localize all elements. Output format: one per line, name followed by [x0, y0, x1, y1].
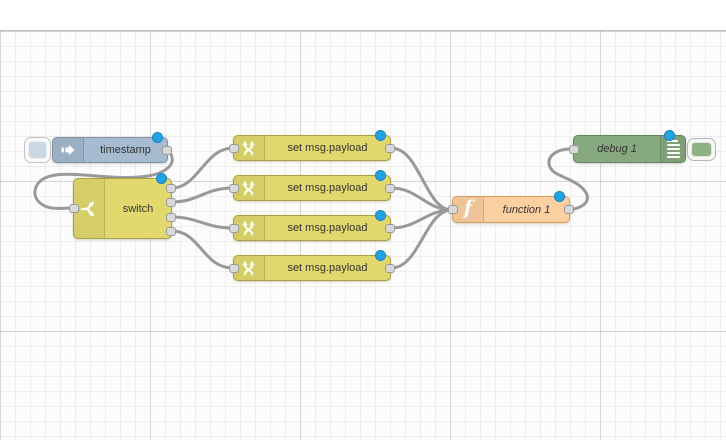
- output-port-2[interactable]: [166, 198, 176, 207]
- output-port[interactable]: [162, 145, 172, 155]
- output-port[interactable]: [385, 143, 395, 153]
- switch-branch-icon: [74, 179, 105, 238]
- output-port-4[interactable]: [166, 227, 176, 236]
- wire[interactable]: [170, 146, 235, 190]
- node-inject-timestamp[interactable]: timestamp: [24, 132, 172, 163]
- debug-list-icon: [660, 136, 685, 162]
- shuffle-icon: [234, 136, 265, 160]
- node-function-1[interactable]: f function 1: [448, 191, 574, 223]
- output-port[interactable]: [385, 263, 395, 273]
- changed-indicator: [152, 132, 163, 143]
- function-f-icon: f: [453, 197, 484, 222]
- shuffle-icon: [234, 256, 265, 280]
- node-debug-1[interactable]: debug 1: [569, 130, 716, 163]
- output-port[interactable]: [385, 183, 395, 193]
- node-label: function 1: [502, 203, 551, 216]
- wire[interactable]: [170, 215, 235, 230]
- node-label: debug 1: [597, 143, 637, 155]
- changed-indicator: [375, 250, 386, 261]
- node-switch[interactable]: switch: [69, 173, 176, 239]
- changed-indicator: [375, 170, 386, 181]
- shuffle-icon: [234, 176, 265, 200]
- node-label: set msg.payload: [287, 262, 368, 274]
- output-port[interactable]: [564, 205, 574, 214]
- wire[interactable]: [170, 229, 235, 270]
- wire[interactable]: [389, 146, 454, 212]
- inject-trigger-button[interactable]: [24, 137, 51, 163]
- node-change-2[interactable]: set msg.payload: [229, 170, 395, 201]
- changed-indicator: [156, 173, 167, 184]
- node-label: set msg.payload: [287, 222, 368, 234]
- node-change-4[interactable]: set msg.payload: [229, 250, 395, 281]
- output-port-3[interactable]: [166, 213, 176, 222]
- input-port[interactable]: [229, 183, 239, 193]
- debug-toggle-button-face: [691, 142, 712, 157]
- node-label: set msg.payload: [287, 142, 368, 154]
- changed-indicator: [375, 130, 386, 141]
- node-change-1[interactable]: set msg.payload: [229, 130, 395, 161]
- input-port[interactable]: [69, 204, 79, 213]
- shuffle-icon: [234, 216, 265, 240]
- editor-header: [0, 0, 726, 31]
- input-port[interactable]: [448, 205, 458, 214]
- node-label: set msg.payload: [287, 182, 368, 194]
- wire[interactable]: [389, 208, 454, 270]
- output-port-1[interactable]: [166, 184, 176, 193]
- changed-indicator: [664, 130, 675, 141]
- node-label: switch: [122, 202, 154, 215]
- input-port[interactable]: [229, 263, 239, 273]
- debug-toggle-button[interactable]: [687, 138, 716, 161]
- node-change-3[interactable]: set msg.payload: [229, 210, 395, 241]
- inject-trigger-button-face: [28, 141, 47, 159]
- wire[interactable]: [33, 148, 174, 210]
- input-port[interactable]: [229, 223, 239, 233]
- input-port[interactable]: [569, 144, 579, 154]
- output-port[interactable]: [385, 223, 395, 233]
- wire[interactable]: [547, 147, 589, 212]
- input-port[interactable]: [229, 143, 239, 153]
- inject-arrow-icon: [53, 138, 84, 162]
- changed-indicator: [375, 210, 386, 221]
- wire[interactable]: [170, 186, 235, 204]
- changed-indicator: [554, 191, 565, 202]
- node-label: timestamp: [100, 144, 151, 156]
